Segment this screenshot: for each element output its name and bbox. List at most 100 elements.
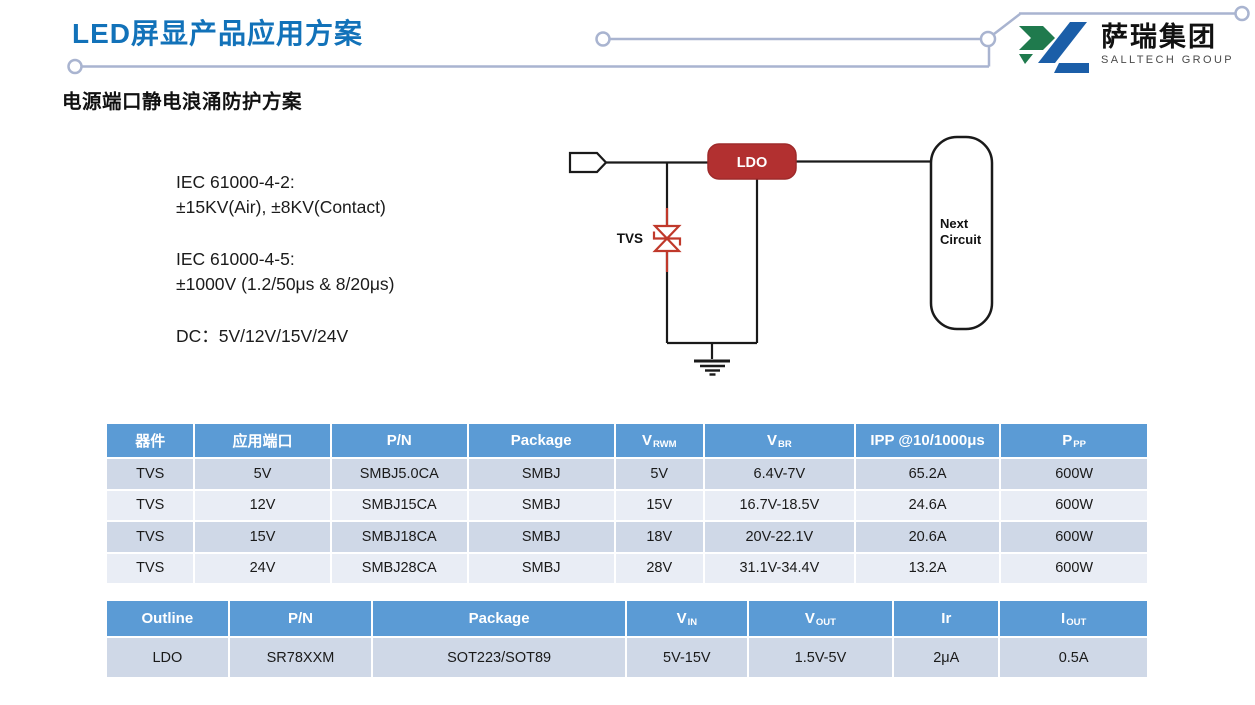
table-cell: 12V (195, 490, 332, 520)
section-subtitle: 电源端口静电浪涌防护方案 (62, 91, 303, 113)
header-text: P (1062, 432, 1073, 449)
spec-esd-value: ±15KV(Air), ±8KV(Contact) (176, 197, 386, 217)
header-text: V (641, 432, 652, 449)
table-cell: 15V (615, 490, 705, 520)
header-subscript: OUT (1066, 617, 1087, 628)
table-cell: 5V (195, 459, 332, 489)
table-cell: 13.2A (855, 553, 1002, 583)
header-text: V (804, 610, 815, 627)
table-cell: 1.5V-5V (748, 638, 895, 677)
spec-dc-value: DC：5V/12V/15V/24V (176, 326, 349, 346)
input-connector-icon (568, 151, 608, 174)
table-cell: TVS (107, 553, 196, 583)
table-cell: SMBJ5.0CA (331, 459, 469, 489)
table-header-cell: Outline (107, 601, 230, 636)
table-header-cell: P/N (331, 424, 469, 457)
table-cell: SR78XXM (229, 638, 374, 677)
next-circuit-block (929, 135, 994, 331)
header-text: Package (468, 610, 530, 627)
table-cell: 15V (195, 522, 332, 552)
logo-text: 萨瑞集团 SALLTECH GROUP (1101, 22, 1234, 66)
table-cell: TVS (107, 522, 196, 552)
table-cell: SMBJ (468, 459, 616, 489)
header-subscript: IN (687, 617, 698, 628)
spec-surge-value: ±1000V (1.2/50μs & 8/20μs) (176, 274, 395, 294)
tvs-diode-icon (652, 208, 682, 272)
spec-surge: IEC 61000-4-5: ±1000V (1.2/50μs & 8/20μs… (176, 247, 395, 297)
table-header-cell: 应用端口 (195, 424, 332, 457)
header-connector-lines (67, 5, 1250, 75)
circuit-diagram: LDO TVS Next Circuit (568, 135, 994, 376)
header-text: V (766, 432, 777, 449)
table-header-cell: Ir (894, 601, 1001, 636)
header-text: 应用端口 (232, 433, 293, 450)
spec-esd-heading: IEC 61000-4-2: (176, 172, 295, 192)
header-text: P/N (386, 432, 412, 449)
table-cell: SMBJ (468, 490, 616, 520)
table-cell: SMBJ (468, 553, 616, 583)
table-cell: 600W (1001, 553, 1147, 583)
table-cell: 600W (1001, 490, 1147, 520)
header-text: Outline (141, 610, 194, 627)
table-cell: 16.7V-18.5V (704, 490, 856, 520)
header-text: 器件 (135, 433, 166, 450)
table-cell: SOT223/SOT89 (373, 638, 627, 677)
ground-icon (694, 359, 730, 376)
table-cell: LDO (107, 638, 230, 677)
table-header-cell: 器件 (107, 424, 196, 457)
table-cell: TVS (107, 490, 196, 520)
ldo-block (707, 143, 797, 180)
header-subscript: PP (1073, 439, 1086, 450)
table-cell: 65.2A (855, 459, 1002, 489)
spec-dc: DC：5V/12V/15V/24V (176, 324, 395, 349)
table-header-cell: Package (373, 601, 627, 636)
table-cell: 0.5A (1000, 638, 1147, 677)
header-subscript: OUT (815, 617, 836, 628)
logo-name-cn: 萨瑞集团 (1101, 22, 1217, 52)
table-cell: 18V (615, 522, 705, 552)
table-header-cell: Package (468, 424, 616, 457)
ldo-label: LDO (737, 155, 768, 171)
table-cell: 24.6A (855, 490, 1002, 520)
spec-text-block: IEC 61000-4-2: ±15KV(Air), ±8KV(Contact)… (176, 170, 395, 376)
header-text: IPP @10/1000μs (870, 432, 985, 449)
next-circuit-label-line1: Next (940, 216, 969, 231)
table-cell: 24V (195, 553, 332, 583)
table-cell: 20V-22.1V (704, 522, 856, 552)
header-subscript: RWM (652, 439, 677, 450)
header-text: Ir (941, 610, 952, 627)
table-cell: SMBJ (468, 522, 616, 552)
table-cell: SMBJ15CA (331, 490, 469, 520)
table-cell: SMBJ28CA (331, 553, 469, 583)
header-subscript: BR (777, 439, 792, 450)
table-header-cell: IPP @10/1000μs (855, 424, 1002, 457)
page-title: LED屏显产品应用方案 (72, 18, 364, 49)
table-cell: 31.1V-34.4V (704, 553, 856, 583)
header-text: P/N (287, 610, 313, 627)
header-text: V (676, 610, 687, 627)
table-cell: 600W (1001, 522, 1147, 552)
company-logo: 萨瑞集团 SALLTECH GROUP (1015, 22, 1234, 74)
header-text: Package (510, 432, 572, 449)
spec-surge-heading: IEC 61000-4-5: (176, 249, 295, 269)
logo-name-en: SALLTECH GROUP (1101, 54, 1235, 66)
table-cell: SMBJ18CA (331, 522, 469, 552)
header-text: I (1061, 610, 1066, 627)
table-cell: 2μA (894, 638, 1001, 677)
